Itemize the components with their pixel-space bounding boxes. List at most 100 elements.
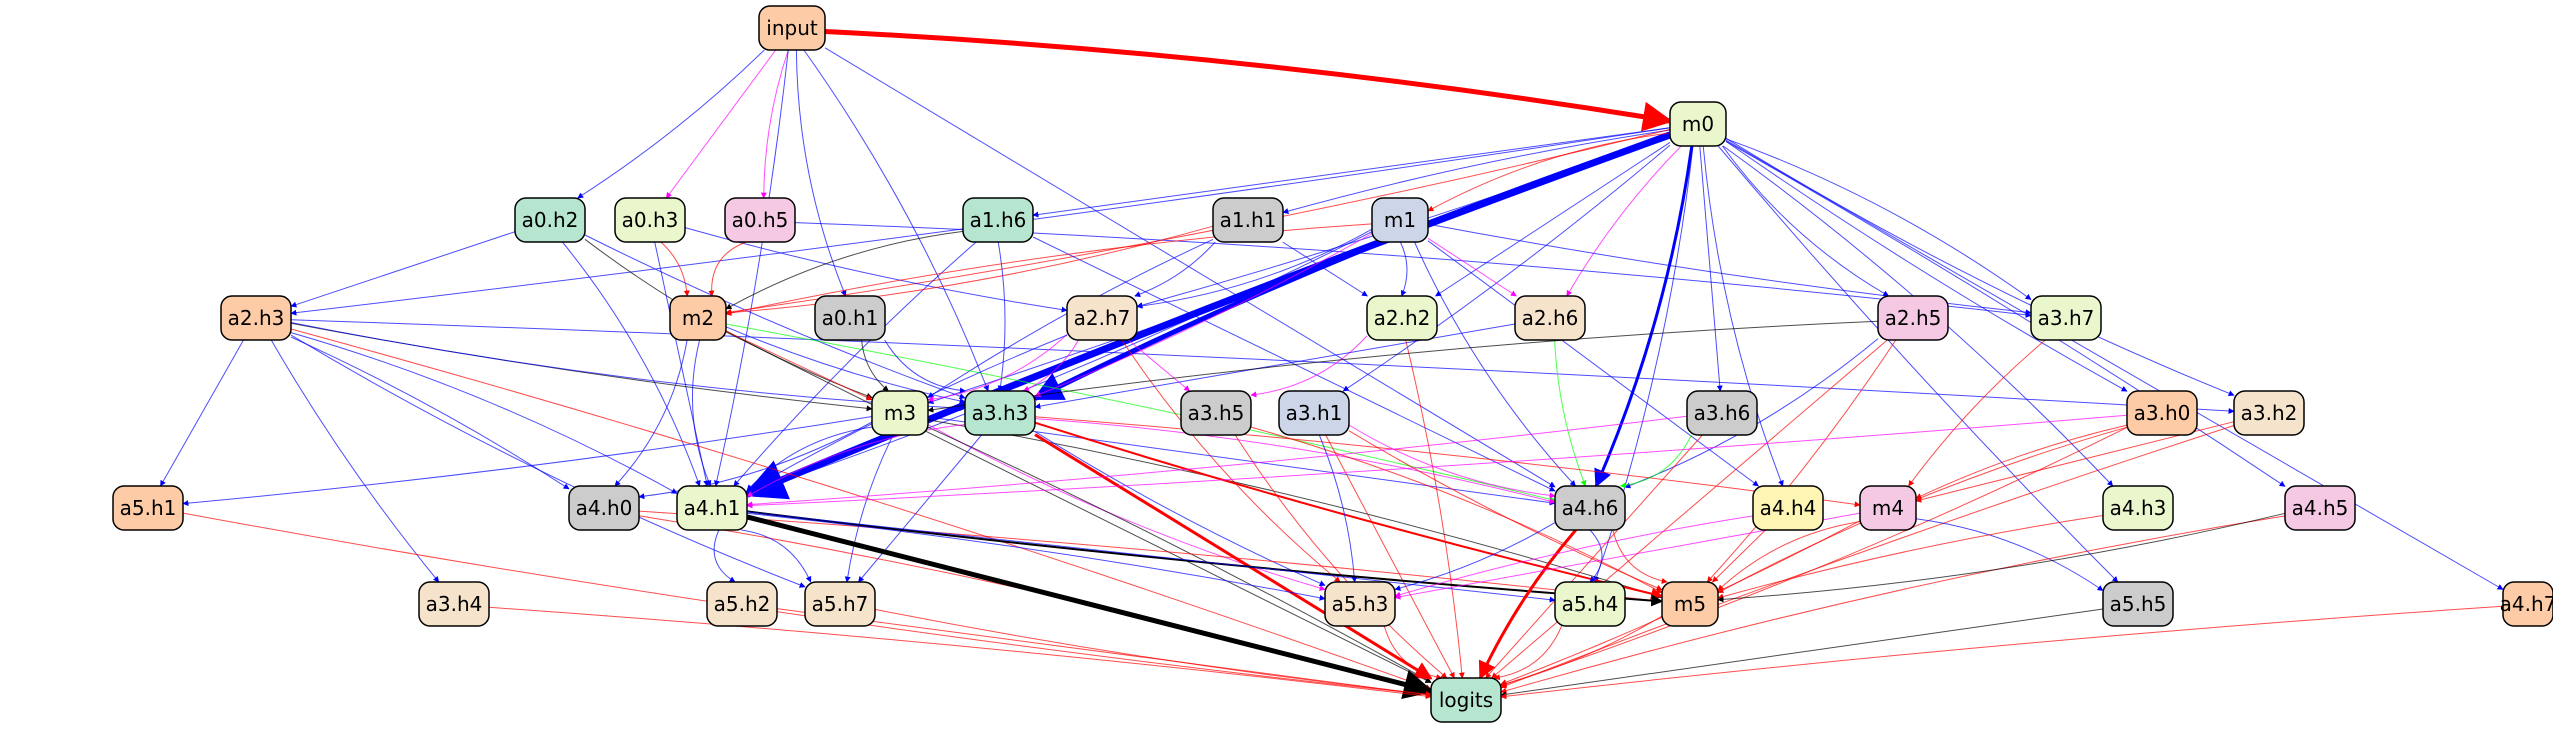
node-a2.h5[interactable]: a2.h5 [1877,295,1949,341]
node-box [804,581,876,627]
edge-m4-to-m5 [1717,521,1861,591]
node-input[interactable]: input [758,5,826,51]
node-label: a3.h6 [1694,401,1751,425]
node-a5.h4[interactable]: a5.h4 [1554,581,1626,627]
node-a3.h4[interactable]: a3.h4 [418,581,490,627]
node-a4.h5[interactable]: a4.h5 [2284,485,2356,531]
node-box [1752,485,1824,531]
node-label: a5.h1 [120,496,177,520]
node-a3.h1[interactable]: a3.h1 [1278,390,1350,436]
node-label: a3.h3 [972,401,1029,425]
node-m4[interactable]: m4 [1859,485,1917,531]
node-box [669,295,727,341]
node-a0.h1[interactable]: a0.h1 [814,295,886,341]
edge-a2.h5-to-m5 [1706,339,1897,583]
node-box [1859,485,1917,531]
node-a0.h2[interactable]: a0.h2 [514,197,586,243]
edge-a0.h2-to-a3.h3 [584,234,966,399]
node-a3.h2[interactable]: a3.h2 [2233,390,2305,436]
edge-a0.h2-to-a2.h3 [290,231,516,308]
node-label: a5.h4 [1562,592,1619,616]
node-a5.h5[interactable]: a5.h5 [2102,581,2174,627]
edge-m0-to-a4.h5 [1725,140,2286,487]
node-a4.h4[interactable]: a4.h4 [1752,485,1824,531]
edge-a3.h3-to-a5.h3 [1034,431,1326,586]
edge-a3.h5-to-m5 [1250,426,1663,594]
edge-a1.h1-to-m2 [725,225,1214,316]
node-label: m3 [884,401,916,425]
edge-a2.h3-to-a4.h0 [290,336,570,490]
node-a5.h1[interactable]: a5.h1 [112,485,184,531]
node-m0[interactable]: m0 [1669,101,1727,147]
node-m1[interactable]: m1 [1371,197,1429,243]
node-label: m2 [682,306,714,330]
edge-m2-to-a3.h3 [725,326,966,404]
node-label: a5.h3 [1332,592,1389,616]
node-a1.h6[interactable]: a1.h6 [962,197,1034,243]
node-a3.h5[interactable]: a3.h5 [1180,390,1252,436]
edge-a4.h5-to-logits [1500,515,2286,694]
edge-a0.h1-to-a3.h3 [884,339,966,394]
node-label: a4.h3 [2110,496,2167,520]
node-box [706,581,778,627]
node-a4.h7[interactable]: a4.h7 [2500,581,2553,627]
edge-m1-to-a4.h6 [1414,241,1576,487]
node-m5[interactable]: m5 [1661,581,1719,627]
node-box [2102,485,2174,531]
node-a5.h7[interactable]: a5.h7 [804,581,876,627]
node-a3.h7[interactable]: a3.h7 [2030,295,2102,341]
node-label: logits [1439,688,1493,712]
edge-m0-to-a1.h1 [1282,129,1671,214]
edge-input-to-a0.h3 [665,49,777,199]
node-a3.h6[interactable]: a3.h6 [1686,390,1758,436]
node-box [1278,390,1350,436]
edge-a2.h5-to-m3 [927,320,1879,413]
node-box [112,485,184,531]
node-a2.h7[interactable]: a2.h7 [1066,295,1138,341]
node-label: m1 [1384,208,1416,232]
edge-input-to-a0.h5 [760,49,789,199]
node-a1.h1[interactable]: a1.h1 [1212,197,1284,243]
node-a4.h0[interactable]: a4.h0 [568,485,640,531]
node-logits[interactable]: logits [1430,677,1502,723]
edge-m2-to-m3 [725,330,873,401]
node-a2.h3[interactable]: a2.h3 [220,295,292,341]
node-m2[interactable]: m2 [669,295,727,341]
node-label: a2.h3 [228,306,285,330]
node-a4.h6[interactable]: a4.h6 [1554,485,1626,531]
node-box [1661,581,1719,627]
node-box [220,295,292,341]
edge-m0-to-a2.h5 [1721,145,1890,297]
edge-m0-to-a5.h5 [1717,145,2119,583]
node-a3.h3[interactable]: a3.h3 [964,390,1036,436]
node-a0.h5[interactable]: a0.h5 [724,197,796,243]
edge-a2.h2-to-logits [1405,339,1465,679]
node-a3.h0[interactable]: a3.h0 [2126,390,2198,436]
node-a0.h3[interactable]: a0.h3 [614,197,686,243]
node-a5.h2[interactable]: a5.h2 [706,581,778,627]
node-a5.h3[interactable]: a5.h3 [1324,581,1396,627]
node-label: a3.h1 [1286,401,1343,425]
node-label: a4.h5 [2292,496,2349,520]
edge-a2.h7-to-a3.h3 [1023,339,1079,392]
node-box [758,5,826,51]
edge-a4.h1-to-a5.h4 [746,511,1556,603]
node-box [1554,485,1626,531]
edge-a3.h5-to-logits [1234,434,1448,679]
node-a2.h2[interactable]: a2.h2 [1366,295,1438,341]
edge-a3.h3-to-a4.h1 [746,424,966,497]
node-a2.h6[interactable]: a2.h6 [1514,295,1586,341]
node-a4.h3[interactable]: a4.h3 [2102,485,2174,531]
edge-a3.h6-to-a4.h1 [746,415,1688,508]
node-m3[interactable]: m3 [871,390,929,436]
edge-m3-to-a5.h7 [844,434,894,583]
node-a4.h1[interactable]: a4.h1 [676,485,748,531]
node-label: a3.h2 [2241,401,2298,425]
edge-m1-to-a4.h1 [746,231,1373,495]
node-label: m4 [1872,496,1904,520]
edge-m1-to-a4.h4 [1427,240,1759,487]
edge-m3-to-a5.h3 [927,424,1326,591]
nodes-layer: input m0 a0.h2 a0.h3 a0.h5 a1.h6 a1.h1 m1 a2.h3 m… [112,5,2553,723]
edge-a4.h3-to-m5 [1717,515,2104,600]
